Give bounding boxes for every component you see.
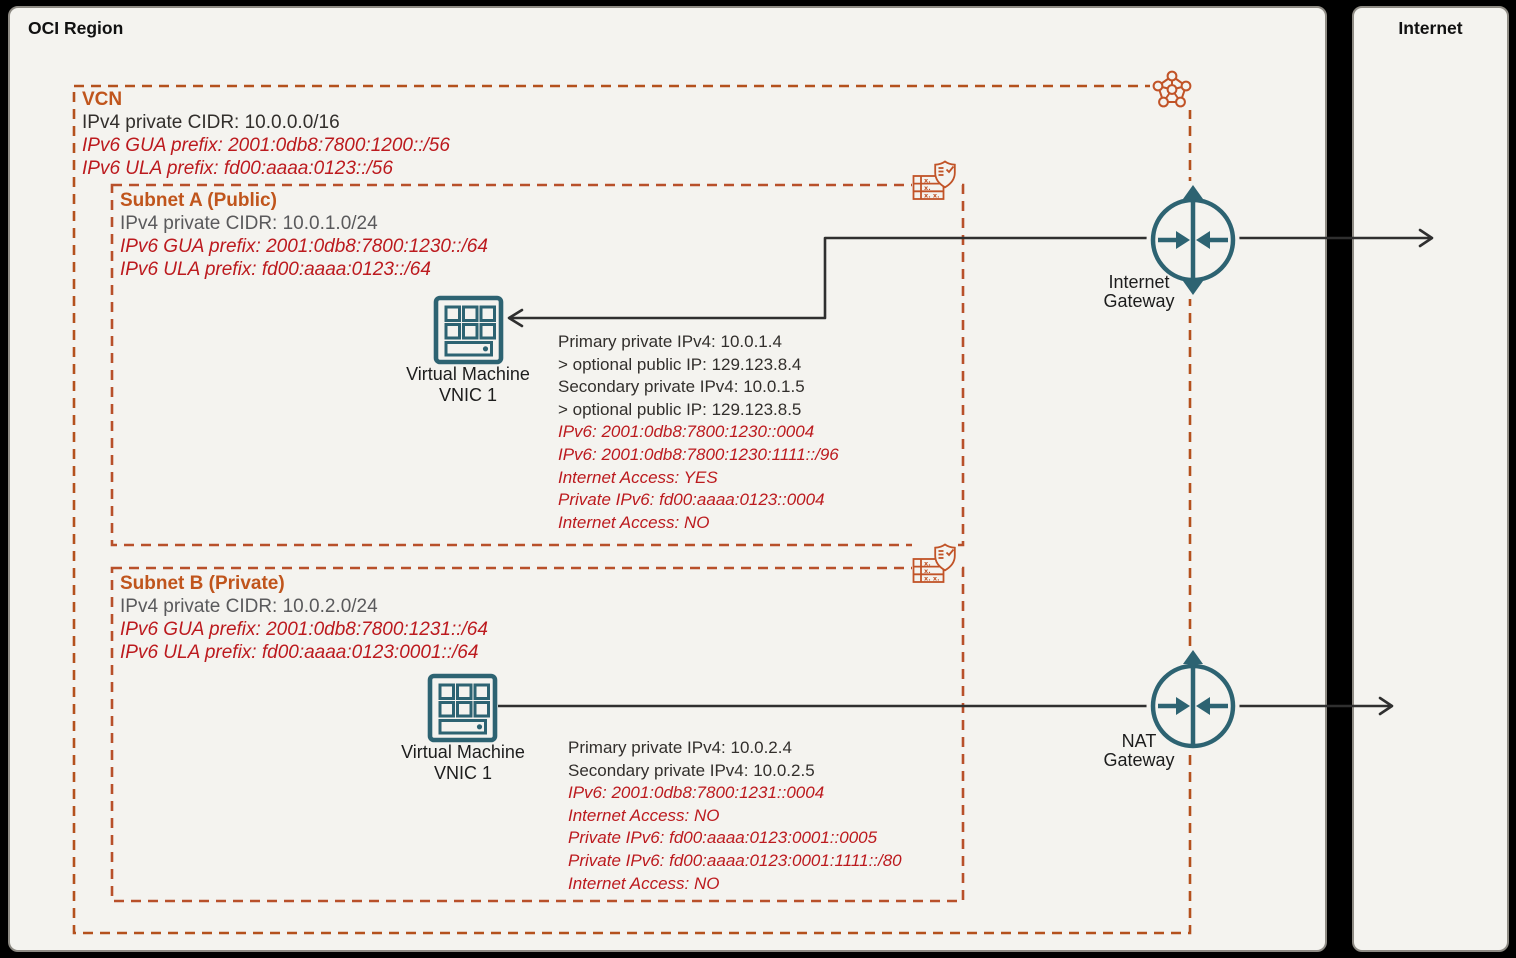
detail-line: Internet Access: NO [568, 805, 720, 825]
detail-line: IPv6: 2001:0db8:7800:1230:1111::/96 [558, 444, 839, 464]
subnet-a-ipv6-ula-prefix: IPv6 ULA prefix: fd00:aaaa:0123::/64 [120, 259, 431, 280]
nat-gateway-label: NAT Gateway [1079, 732, 1199, 770]
detail-line: Internet Access: YES [558, 467, 718, 487]
subnet-a-ipv6-gua-prefix: IPv6 GUA prefix: 2001:0db8:7800:1230::/6… [120, 236, 488, 257]
svg-text:x.: x. [924, 176, 931, 184]
subnet-b-ipv6-ula-prefix: IPv6 ULA prefix: fd00:aaaa:0123:0001::/6… [120, 642, 479, 663]
subnet-a-security-list-icon: x.x.x. x. [912, 160, 958, 202]
vm-a-details: Primary private IPv4: 10.0.1.4 > optional… [558, 331, 839, 534]
nat-gateway-label-line1: NAT [1121, 731, 1157, 751]
internet-panel: Internet [1352, 6, 1509, 952]
vm-a-ipv4-details: Primary private IPv4: 10.0.1.4 > optional… [558, 331, 839, 421]
subnet-b-ipv6-gua-prefix: IPv6 GUA prefix: 2001:0db8:7800:1231::/6… [120, 619, 488, 640]
vcn-title: VCN [82, 89, 123, 110]
svg-text:x.: x. [924, 184, 931, 192]
subnet-b-header: Subnet B (Private) IPv4 private CIDR: 10… [120, 572, 488, 664]
vm-b-label: Virtual Machine VNIC 1 [378, 742, 548, 784]
internet-gateway-label: Internet Gateway [1079, 273, 1199, 311]
subnet-a-title: Subnet A (Public) [120, 190, 277, 211]
subnet-b-title: Subnet B (Private) [120, 573, 285, 594]
vcn-icon [1150, 66, 1194, 110]
vcn-header: VCN IPv4 private CIDR: 10.0.0.0/16 IPv6 … [82, 88, 450, 180]
detail-line: Secondary private IPv4: 10.0.1.5 [558, 377, 805, 397]
internet-title: Internet [1398, 18, 1463, 38]
subnet-a-header: Subnet A (Public) IPv4 private CIDR: 10.… [120, 189, 488, 281]
detail-line: > optional public IP: 129.123.8.5 [558, 399, 802, 419]
oci-region-title: OCI Region [28, 18, 124, 38]
detail-line: Private IPv6: fd00:aaaa:0123::0004 [558, 490, 825, 510]
vm-a-label: Virtual Machine VNIC 1 [383, 364, 553, 406]
detail-line: Private IPv6: fd00:aaaa:0123:0001:1111::… [568, 850, 902, 870]
detail-line: IPv6: 2001:0db8:7800:1231::0004 [568, 783, 825, 803]
detail-line: Private IPv6: fd00:aaaa:0123:0001::0005 [568, 828, 878, 848]
vcn-ipv6-ula-prefix: IPv6 ULA prefix: fd00:aaaa:0123::/56 [82, 158, 393, 179]
nat-gateway-label-line2: Gateway [1103, 750, 1175, 770]
subnet-b-ipv4-cidr: IPv4 private CIDR: 10.0.2.0/24 [120, 596, 378, 617]
vcn-ipv6-gua-prefix: IPv6 GUA prefix: 2001:0db8:7800:1200::/5… [82, 135, 450, 156]
svg-text:x. x.: x. x. [924, 192, 940, 200]
vm-a-label-line1: Virtual Machine [406, 364, 530, 384]
detail-line: Internet Access: NO [558, 512, 710, 532]
vcn-ipv4-cidr: IPv4 private CIDR: 10.0.0.0/16 [82, 112, 340, 133]
vm-b-label-line1: Virtual Machine [401, 742, 525, 762]
svg-text:x.: x. [924, 567, 931, 575]
detail-line: Primary private IPv4: 10.0.1.4 [558, 332, 782, 351]
vm-b-label-line2: VNIC 1 [433, 763, 493, 783]
detail-line: Internet Access: NO [568, 873, 720, 893]
vm-b-icon [427, 673, 498, 743]
detail-line: > optional public IP: 129.123.8.4 [558, 354, 802, 374]
svg-text:x.: x. [924, 559, 931, 567]
subnet-b-security-list-icon: x.x.x. x. [912, 543, 958, 585]
svg-text:x. x.: x. x. [924, 575, 940, 583]
detail-line: Secondary private IPv4: 10.0.2.5 [568, 760, 815, 780]
detail-line: IPv6: 2001:0db8:7800:1230::0004 [558, 422, 815, 442]
vm-a-icon [433, 295, 504, 365]
subnet-a-ipv4-cidr: IPv4 private CIDR: 10.0.1.0/24 [120, 213, 378, 234]
vm-a-label-line2: VNIC 1 [438, 385, 498, 405]
detail-line: Primary private IPv4: 10.0.2.4 [568, 738, 792, 757]
internet-gateway-label-line2: Gateway [1103, 291, 1175, 311]
internet-gateway-label-line1: Internet [1108, 272, 1170, 292]
